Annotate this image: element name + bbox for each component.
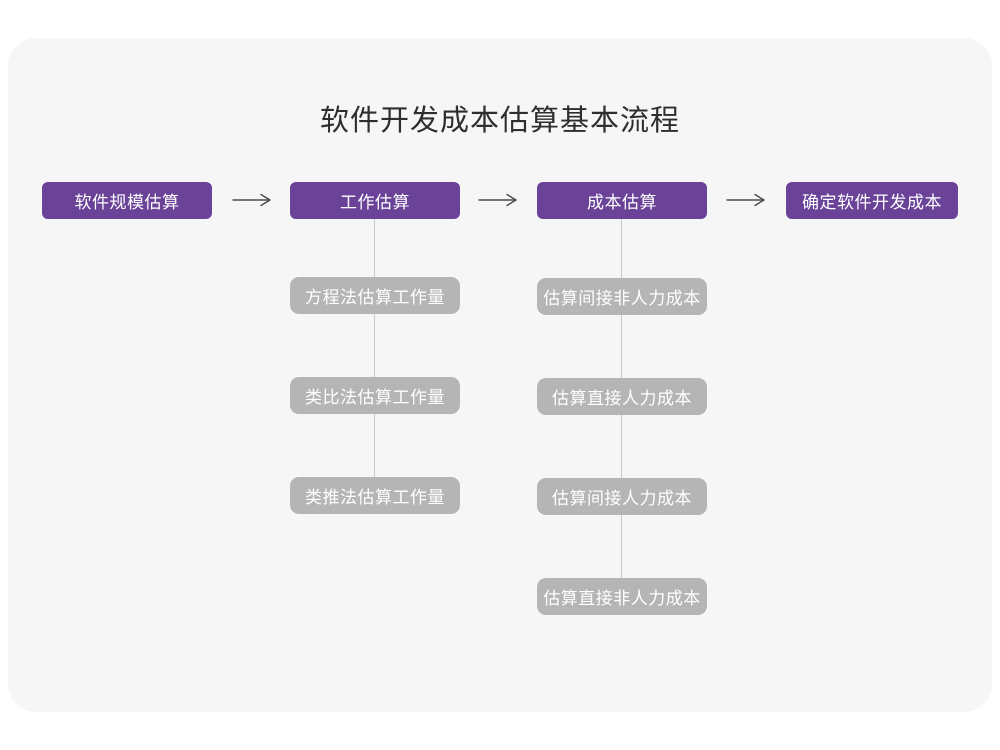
flow-node-work-estimation: 工作估算 <box>290 182 460 219</box>
sub-node-extrapolation-method: 类推法估算工作量 <box>290 477 460 514</box>
sub-node-direct-labor-cost: 估算直接人力成本 <box>537 378 707 415</box>
arrow-right-icon <box>478 193 517 207</box>
diagram-title: 软件开发成本估算基本流程 <box>319 105 680 137</box>
connector-line-work-estimation <box>374 219 375 478</box>
arrow-right-icon <box>232 193 271 207</box>
sub-node-equation-method: 方程法估算工作量 <box>290 277 460 314</box>
arrow-right-icon <box>726 193 765 207</box>
flow-node-cost-estimation: 成本估算 <box>537 182 707 219</box>
diagram-card <box>8 38 992 712</box>
flow-node-software-scale-estimation: 软件规模估算 <box>42 182 212 219</box>
sub-node-direct-nonlabor-cost: 估算直接非人力成本 <box>537 578 707 615</box>
sub-node-indirect-labor-cost: 估算间接人力成本 <box>537 478 707 515</box>
sub-node-analogy-method: 类比法估算工作量 <box>290 377 460 414</box>
flow-node-determine-development-cost: 确定软件开发成本 <box>786 182 958 219</box>
sub-node-indirect-nonlabor-cost: 估算间接非人力成本 <box>537 278 707 315</box>
